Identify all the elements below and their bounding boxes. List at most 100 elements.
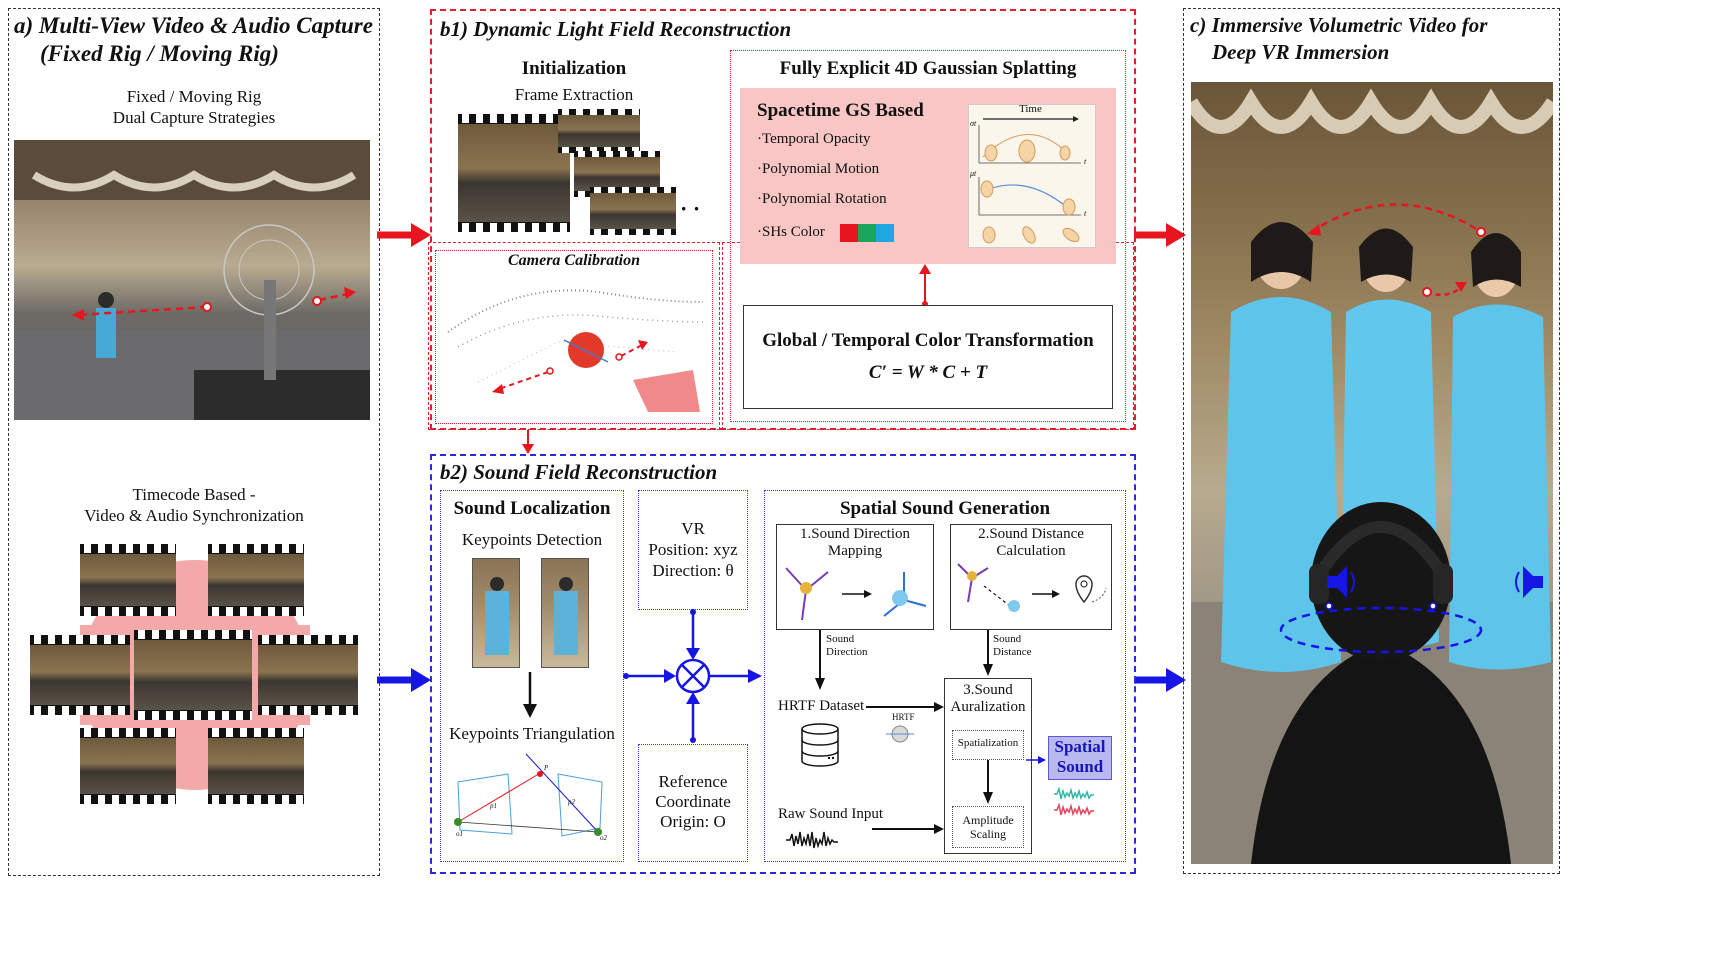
graph-sigma-label: σt [970, 119, 977, 128]
frame-stack-main [458, 114, 570, 232]
amplitude-scaling-label: Amplitude Scaling [952, 813, 1024, 841]
sh-swatch-green [858, 224, 876, 242]
amplitude-line1: Amplitude [962, 813, 1014, 827]
spatialization-box [952, 730, 1024, 760]
sync-collage [30, 540, 360, 808]
reference-text: Reference Coordinate Origin: O [638, 772, 748, 832]
arrow-red-calib-to-b2 [522, 430, 534, 454]
reference-box [638, 744, 748, 862]
raw-sound-waveform-icon [786, 831, 838, 849]
tri-p1-label: p1 [490, 802, 497, 810]
arrow-up-color-to-gs [919, 264, 931, 307]
vr-direction: Direction: θ [652, 561, 734, 580]
vr-position: Position: xyz [648, 540, 738, 559]
sh-swatch-red [840, 224, 858, 242]
feature-temporal-opacity: ·Temporal Opacity [757, 131, 871, 147]
reference-line3: Origin: O [660, 812, 726, 831]
sync-caption-line2: Video & Audio Synchronization [84, 506, 304, 525]
graph-time-label: Time [1019, 103, 1042, 115]
panel-sound-field [430, 454, 1136, 874]
vr-text: VR Position: xyz Direction: θ [638, 518, 748, 581]
direction-mapping-icon [785, 567, 927, 621]
spatial-sound-line2: Sound [1056, 757, 1104, 776]
arrow-down-spatialization [983, 760, 993, 804]
color-transform-formula: C′ = W * C + T [868, 362, 988, 383]
rig-caption-line2: Dual Capture Strategies [112, 108, 276, 127]
panel-c-title-line1: c) Immersive Volumetric Video for [1190, 13, 1488, 37]
arrow-blue-a-to-b2 [377, 668, 431, 692]
arrow-blue-b2-to-c [1134, 668, 1186, 692]
figure-3 [1449, 233, 1551, 670]
keypoint-image-right [541, 558, 589, 668]
hrtf-small-label: HRTF [892, 712, 915, 722]
sound-distance-line2: Distance [993, 646, 1032, 658]
sh-swatch-blue [876, 224, 894, 242]
distance-calc-box [950, 524, 1112, 630]
frame-extraction-label: Frame Extraction [514, 85, 634, 104]
film-frame [80, 728, 176, 804]
vr-immersion-photo [1191, 82, 1553, 864]
gs-box [730, 50, 1126, 422]
spatialization-label: Spatialization [957, 737, 1019, 749]
amplitude-scaling-box [952, 806, 1024, 848]
arrow-hrtf-to-auralization [866, 702, 944, 712]
direction-mapping-label: 1.Sound Direction Mapping [776, 526, 934, 560]
reference-line2: Coordinate [655, 792, 731, 811]
tri-o1-label: o1 [456, 830, 463, 838]
hrtf-dataset-label: HRTF Dataset [778, 698, 865, 714]
film-frame [208, 544, 304, 616]
sound-direction-line1: Sound [826, 633, 855, 645]
amplitude-line2: Scaling [970, 827, 1006, 841]
arrow-red-a-to-b1 [377, 223, 431, 247]
reference-line1: Reference [658, 772, 728, 791]
sound-direction-line2: Direction [826, 646, 868, 658]
rig-caption: Fixed / Moving Rig Dual Capture Strategi… [14, 86, 374, 128]
film-frame [80, 544, 176, 616]
film-frame [134, 630, 252, 720]
arrow-red-b1-to-c [1134, 223, 1186, 247]
arrow-down-keypoints [523, 672, 537, 718]
database-icon [801, 723, 839, 767]
rig-photo [14, 140, 370, 420]
arrow-to-spatial-sound [1026, 756, 1046, 764]
panel-b1-title: b1) Dynamic Light Field Reconstruction [440, 17, 792, 41]
triangulation-drawing [454, 753, 603, 837]
direction-mapping-line1: 1.Sound Direction [800, 526, 910, 542]
panel-a-title-line1: a) Multi-View Video & Audio Capture [14, 13, 373, 38]
graph-drawing [978, 116, 1081, 244]
color-transform-box [743, 305, 1113, 409]
sound-distance-label: Sound Distance [993, 633, 1031, 659]
triangulation-diagram: P p1 p2 o1 o2 [450, 752, 616, 852]
feature-polynomial-rotation: ·Polynomial Rotation [757, 191, 887, 207]
graph-t1-label: t [1084, 157, 1087, 166]
combiner-node [623, 609, 762, 743]
arrow-down-sound-direction [815, 630, 825, 690]
spatial-sound-generation-title: Spatial Sound Generation [839, 498, 1051, 519]
feature-shs-color: ·SHs Color [757, 224, 825, 240]
film-frame [208, 728, 304, 804]
camera-calibration-inner [435, 250, 713, 424]
direction-mapping-line2: Mapping [827, 543, 883, 559]
distance-calc-line1: 2.Sound Distance [978, 526, 1084, 542]
distance-calc-line2: Calculation [996, 543, 1066, 559]
distance-calc-icon [957, 563, 1107, 612]
sound-direction-label: Sound Direction [826, 633, 868, 659]
spatial-sound-line1: Spatial [1054, 737, 1106, 756]
frame-ellipsis: · · [680, 196, 701, 221]
tri-p-label: P [544, 764, 549, 772]
tri-o2-label: o2 [600, 834, 607, 842]
auralization-label: 3.Sound Auralization [944, 682, 1032, 716]
arrow-down-sound-distance [983, 630, 993, 676]
tri-p2-label: p2 [568, 798, 575, 806]
graph-mu-label: μt [970, 169, 977, 178]
color-transform-title: Global / Temporal Color Transformation [762, 330, 1094, 351]
frame-stack-item [558, 109, 640, 153]
camera-calibration-label: Camera Calibration [507, 252, 641, 269]
keypoints-detection-label: Keypoints Detection [461, 530, 603, 549]
spatial-sound-output [1048, 736, 1112, 780]
arrow-raw-sound-to-amplitude [872, 824, 944, 834]
init-title: Initialization [521, 58, 627, 79]
auralization-line1: 3.Sound [963, 682, 1013, 698]
panel-c-title: c) Immersive Volumetric Video for Deep V… [1190, 12, 1558, 66]
sh-color-swatch [840, 224, 894, 242]
